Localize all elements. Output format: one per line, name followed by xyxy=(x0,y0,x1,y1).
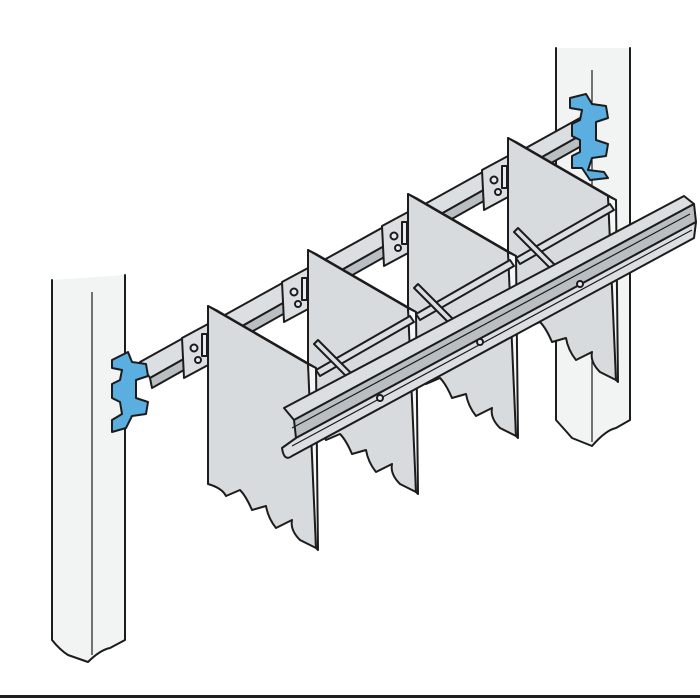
left-clip xyxy=(111,351,149,433)
bracket-slot xyxy=(301,277,308,301)
bracket-bolt xyxy=(489,175,499,185)
bracket-bolt xyxy=(394,244,402,252)
rail-fastener xyxy=(576,280,584,288)
bracket-bolt xyxy=(289,287,299,297)
bracket-slot xyxy=(201,333,208,357)
cross-brace xyxy=(413,259,515,331)
left-column xyxy=(51,274,126,663)
bracket-bolt xyxy=(494,188,502,196)
bracket-bolt xyxy=(294,300,302,308)
right-clip xyxy=(569,93,609,181)
bracket-bolt xyxy=(389,231,399,241)
bottom-border xyxy=(0,695,700,698)
rail-fastener xyxy=(376,394,384,402)
bracket-bolt xyxy=(189,343,199,353)
front-rail xyxy=(281,195,697,459)
bracket-slot xyxy=(401,221,408,245)
cross-braces xyxy=(313,203,615,387)
rail-fastener xyxy=(476,338,484,346)
bracket-bolt xyxy=(194,356,202,364)
louver-fin xyxy=(207,305,319,551)
bracket-slot xyxy=(501,165,508,189)
